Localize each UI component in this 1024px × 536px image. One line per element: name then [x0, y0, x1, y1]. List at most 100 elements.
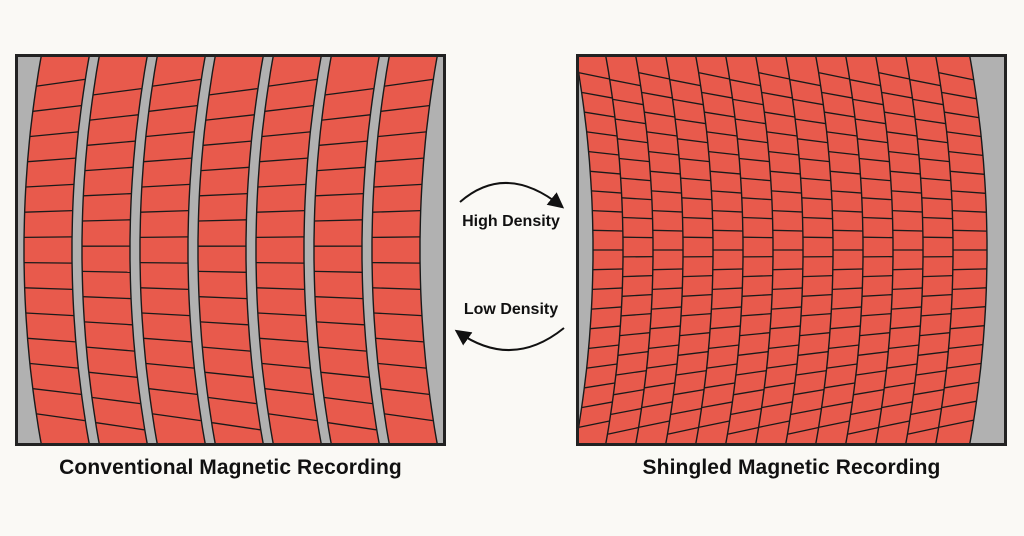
bit-boundary — [764, 111, 799, 119]
bit-boundary — [738, 350, 773, 356]
shingled-caption: Shingled Magnetic Recording — [642, 456, 941, 479]
bit-boundary — [621, 312, 656, 317]
bit-boundary — [922, 293, 957, 297]
bit-boundary — [950, 325, 985, 330]
bit-boundary — [944, 111, 979, 119]
bit-boundary — [710, 170, 745, 175]
bit-boundary — [948, 150, 983, 157]
bit-boundary — [262, 362, 311, 369]
bit-boundary — [679, 331, 714, 337]
bit-boundary — [862, 216, 897, 220]
bit-boundary — [830, 170, 865, 175]
bit-boundary — [712, 209, 747, 213]
bit-boundary — [588, 150, 623, 157]
bit-boundary — [701, 400, 737, 409]
bit-boundary — [772, 287, 807, 291]
bit-boundary — [939, 72, 974, 81]
bit-boundary — [610, 79, 645, 88]
bit-boundary — [948, 343, 983, 350]
arrow-right-icon — [459, 182, 565, 209]
bit-boundary — [708, 150, 743, 157]
track-band — [81, 57, 148, 443]
bit-boundary — [946, 362, 981, 369]
bit-boundary — [584, 111, 619, 119]
bit-boundary — [675, 118, 710, 125]
bit-boundary — [831, 306, 866, 310]
bit-boundary — [850, 79, 885, 88]
bit-boundary — [650, 170, 685, 175]
bit-boundary — [710, 325, 745, 330]
bit-boundary — [86, 346, 135, 352]
bit-boundary — [622, 293, 657, 297]
bit-boundary — [879, 72, 914, 81]
bit-boundary — [892, 268, 927, 271]
bit-boundary — [799, 331, 834, 337]
bit-boundary — [907, 426, 943, 435]
bit-boundary — [616, 369, 651, 376]
track — [23, 57, 90, 443]
bit-boundary — [801, 197, 836, 201]
bit-boundary — [915, 118, 950, 125]
bit-boundary — [862, 236, 897, 239]
bit-boundary — [149, 388, 198, 396]
track-band — [255, 57, 322, 443]
bit-boundary — [796, 369, 831, 376]
bit-boundary — [952, 268, 987, 271]
bit-boundary — [82, 219, 131, 222]
bit-boundary — [321, 371, 370, 378]
track — [785, 57, 838, 443]
bit-boundary — [268, 413, 317, 422]
bit-boundary — [590, 325, 625, 330]
bit-boundary — [770, 325, 805, 330]
bit-boundary — [27, 157, 76, 163]
track — [197, 57, 264, 443]
track — [81, 57, 148, 443]
bit-boundary — [646, 131, 681, 138]
bit-boundary — [200, 166, 250, 172]
bit-boundary — [33, 388, 82, 396]
bit-boundary — [199, 192, 248, 197]
bit-boundary — [622, 236, 657, 239]
bit-boundary — [620, 177, 655, 182]
bit-boundary — [830, 325, 865, 330]
bit-boundary — [372, 287, 421, 291]
bit-boundary — [673, 388, 708, 396]
bit-boundary — [82, 270, 131, 273]
bit-boundary — [891, 190, 926, 194]
bit-boundary — [922, 236, 957, 239]
bit-boundary — [581, 91, 617, 100]
shingled-recording-panel — [576, 54, 1007, 446]
bit-boundary — [256, 209, 305, 213]
track — [313, 57, 380, 443]
bit-boundary — [682, 274, 717, 278]
bit-boundary — [858, 350, 893, 356]
bit-boundary — [892, 287, 927, 291]
bit-boundary — [586, 131, 621, 138]
density-arrows — [454, 182, 565, 351]
bit-boundary — [819, 419, 854, 428]
bit-boundary — [84, 321, 133, 326]
bit-boundary — [93, 87, 142, 96]
bit-boundary — [712, 268, 747, 271]
bit-boundary — [888, 150, 923, 157]
bit-boundary — [581, 400, 617, 409]
bit-boundary — [378, 131, 427, 138]
bit-boundary — [828, 150, 863, 157]
bit-boundary — [140, 209, 189, 213]
bit-boundary — [321, 114, 371, 121]
track-band — [371, 57, 438, 443]
bit-boundary — [881, 91, 917, 100]
bit-boundary — [92, 396, 141, 405]
bit-boundary — [772, 268, 807, 271]
bit-boundary — [704, 381, 739, 389]
bit-boundary — [384, 78, 433, 87]
bit-boundary — [892, 229, 927, 232]
bit-boundary — [944, 381, 979, 389]
bit-boundary — [739, 157, 774, 163]
bit-boundary — [828, 343, 863, 350]
bit-boundary — [27, 337, 76, 343]
bit-boundary — [141, 183, 190, 188]
bit-boundary — [200, 321, 249, 326]
bit-boundary — [316, 166, 366, 172]
conventional-caption: Conventional Magnetic Recording — [59, 456, 402, 479]
